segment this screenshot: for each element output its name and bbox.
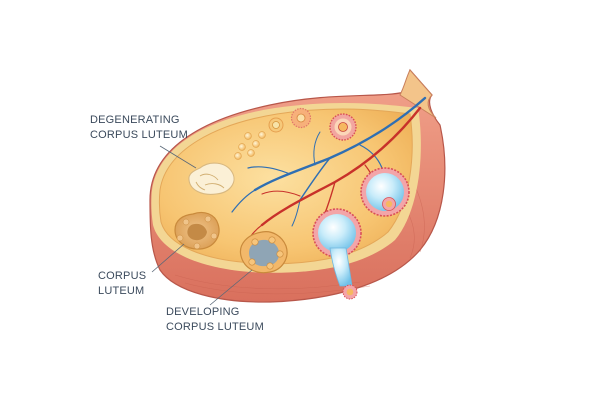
label-corpus-line2: LUTEUM [98, 285, 145, 297]
growing-follicle [329, 113, 357, 141]
antral-follicle [360, 167, 410, 217]
ovary-hilum-tube [399, 69, 437, 119]
degenerating-corpus-luteum [188, 162, 235, 195]
leader-line-corpus [151, 243, 185, 273]
primordial-follicles [234, 131, 266, 160]
ovulating-follicle [312, 208, 362, 287]
secondary-follicle [290, 107, 312, 129]
label-degenerating-line2: CORPUS LUTEUM [90, 129, 188, 141]
leader-lines [151, 145, 253, 306]
corpus-luteum [174, 211, 220, 250]
label-corpus-luteum: CORPUS LUTEUM [98, 269, 146, 299]
primary-follicle [268, 117, 284, 133]
released-oocyte [342, 284, 358, 300]
developing-corpus-luteum [239, 231, 288, 274]
label-developing-corpus-luteum: DEVELOPING CORPUS LUTEUM [166, 305, 264, 335]
label-degenerating-line1: DEGENERATING [90, 114, 180, 126]
label-degenerating-corpus-luteum: DEGENERATING CORPUS LUTEUM [90, 113, 188, 143]
label-corpus-line1: CORPUS [98, 270, 147, 282]
label-developing-line2: CORPUS LUTEUM [166, 321, 264, 333]
leader-line-degenerating [159, 145, 197, 169]
label-developing-line1: DEVELOPING [166, 306, 240, 318]
leader-line-developing [209, 269, 253, 306]
